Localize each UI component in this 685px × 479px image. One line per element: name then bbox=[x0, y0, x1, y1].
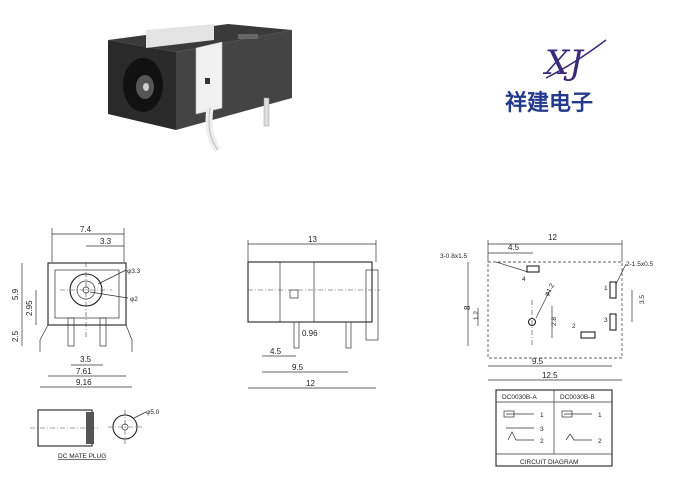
dim-9-16: 9.16 bbox=[76, 378, 92, 387]
dim-phi-2: φ2 bbox=[130, 296, 138, 303]
dim-0-96: 0.96 bbox=[302, 329, 318, 338]
hole-label: 2-1.5x0.5 bbox=[626, 261, 653, 268]
circuit-diagram-table: DC0030B-A DC0030B-B CIRCUIT DIAGRAM 1 3 … bbox=[495, 389, 613, 467]
circuit-b-n1: 1 bbox=[598, 412, 602, 419]
dim-1-2: 1.2 bbox=[473, 311, 480, 320]
dim-2-5: 2.5 bbox=[11, 330, 20, 342]
dim-5-9: 5.9 bbox=[11, 288, 20, 300]
dim-3-5: 3.5 bbox=[80, 355, 92, 364]
circuit-a-n1: 1 bbox=[540, 412, 544, 419]
dim-7-4: 7.4 bbox=[80, 225, 92, 234]
circuit-title: CIRCUIT DIAGRAM bbox=[520, 459, 578, 466]
pin-label-4: 4 bbox=[522, 276, 526, 283]
slot-label: 3-0.8x1.5 bbox=[440, 253, 467, 260]
pin-label-3: 3 bbox=[604, 317, 608, 324]
dim-4-5: 4.5 bbox=[270, 347, 282, 356]
circuit-a-n2: 2 bbox=[540, 438, 544, 445]
plug-label: DC MATE PLUG bbox=[58, 453, 106, 460]
dim-3-5-pcb: 3.5 bbox=[639, 295, 646, 304]
dim-9-5-pcb: 9.5 bbox=[532, 357, 544, 366]
dim-12-5: 12.5 bbox=[542, 371, 558, 380]
circuit-a-n3: 3 bbox=[540, 426, 544, 433]
front-view-drawing: 7.4 3.3 φ3.3 φ2 5.9 2.95 2.5 3.5 7.61 9.… bbox=[11, 225, 141, 388]
pin-label-2: 2 bbox=[572, 323, 576, 330]
dim-13: 13 bbox=[308, 235, 317, 244]
side-view-drawing: 13 0.96 4.5 9.5 12 bbox=[247, 235, 380, 389]
dim-2-8: 2.8 bbox=[551, 317, 558, 326]
logo-name: 祥建电子 bbox=[505, 90, 593, 116]
product-photo bbox=[108, 24, 292, 153]
pcb-layout-drawing: 12 3-0.8x1.5 4.5 4 2-1.5x0.5 1 3 3.5 φ1.… bbox=[440, 233, 653, 381]
dim-12-top: 12 bbox=[548, 233, 557, 242]
circuit-b-n2: 2 bbox=[598, 438, 602, 445]
dim-8: 8 bbox=[463, 305, 472, 310]
dim-phi-5: φ5.0 bbox=[146, 409, 160, 416]
dim-phi-3-3: φ3.3 bbox=[127, 268, 141, 275]
dim-4-5-pcb: 4.5 bbox=[508, 243, 520, 252]
dim-phi-1-2: φ1.2 bbox=[543, 282, 556, 297]
logo-mark: XJ bbox=[542, 43, 585, 83]
circuit-col-b: DC0030B-B bbox=[560, 394, 595, 401]
company-logo: XJ 祥建电子 bbox=[505, 39, 607, 116]
dim-3-3: 3.3 bbox=[100, 237, 112, 246]
dim-2-95: 2.95 bbox=[25, 300, 34, 316]
dim-12: 12 bbox=[306, 379, 315, 388]
circuit-col-a: DC0030B-A bbox=[502, 394, 537, 401]
dim-9-5: 9.5 bbox=[292, 363, 304, 372]
dim-7-61: 7.61 bbox=[76, 367, 92, 376]
mate-plug-drawing: φ5.0 DC MATE PLUG bbox=[30, 409, 160, 460]
pin-label-1: 1 bbox=[604, 285, 608, 292]
